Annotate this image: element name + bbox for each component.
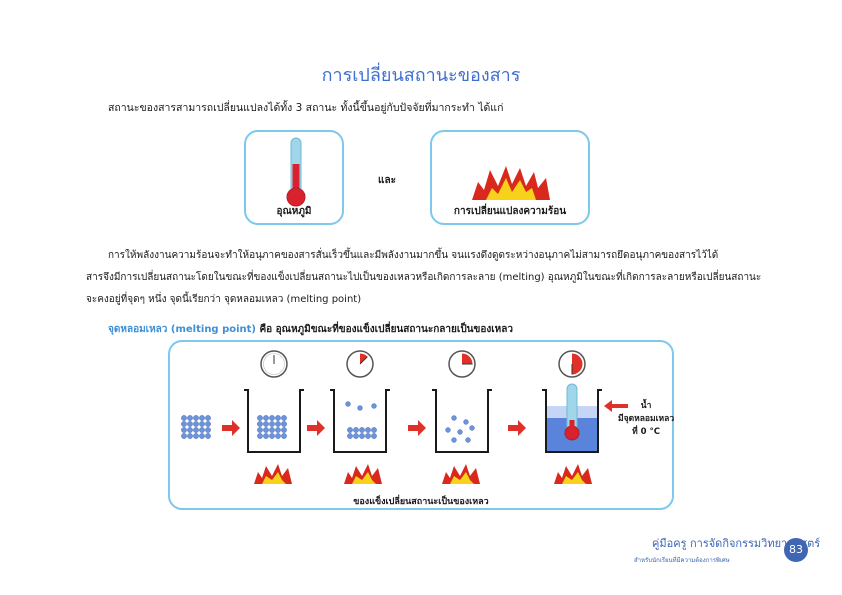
- and-text: และ: [378, 175, 396, 186]
- thermometer-icon: [286, 137, 306, 207]
- water-label: น้ำ: [640, 401, 652, 411]
- clock-icon-4: [558, 350, 586, 378]
- melting-point-value: ที่ 0 °C: [632, 427, 661, 437]
- ice-block: [181, 415, 211, 439]
- melting-point-definition: จุดหลอมเหลว (melting point) คือ อุณหภูมิ…: [108, 322, 513, 337]
- paragraph-line-1: การให้พลังงานความร้อนจะทำให้อนุภาคของสาร…: [108, 250, 719, 261]
- temperature-label: อุณหภูมิ: [276, 206, 312, 217]
- temperature-card: อุณหภูมิ: [244, 130, 344, 225]
- diagram-caption: ของแข็งเปลี่ยนสถานะเป็นของเหลว: [353, 497, 489, 507]
- melting-process-illustration: [181, 350, 628, 484]
- footer-title: คู่มือครู การจัดกิจกรรมวิทยาศาสตร์: [652, 537, 821, 550]
- page-number: 83: [784, 538, 808, 562]
- flame-icon: [472, 166, 550, 200]
- arrow-icon: [222, 420, 526, 436]
- thermometer-icon: [564, 383, 580, 441]
- clock-icon-1: [260, 350, 288, 378]
- clock-icon-3: [448, 350, 476, 378]
- clock-icon-2: [346, 350, 374, 378]
- heat-label: การเปลี่ยนแปลงความร้อน: [453, 206, 567, 217]
- heat-card: การเปลี่ยนแปลงความร้อน: [430, 130, 590, 225]
- page-title: การเปลี่ยนสถานะของสาร: [321, 65, 521, 86]
- melting-diagram: [168, 340, 674, 510]
- flame-icon: [254, 464, 592, 484]
- pointer-arrow-icon: [604, 400, 628, 412]
- footer-subtitle: สำหรับนักเรียนที่มีความต้องการพิเศษ: [634, 557, 730, 564]
- melting-point-definition-text: คือ อุณหภูมิขณะที่ของแข็งเปลี่ยนสถานะกลา…: [256, 324, 513, 335]
- beaker-3: [432, 389, 492, 453]
- paragraph-line-3: จะคงอยู่ที่จุดๆ หนึ่ง จุดนี้เรียกว่า จุด…: [86, 294, 362, 305]
- beaker-1: [244, 389, 304, 453]
- melting-point-term: จุดหลอมเหลว (melting point): [108, 324, 256, 335]
- intro-text: สถานะของสารสามารถเปลี่ยนแปลงได้ทั้ง 3 สถ…: [108, 102, 504, 114]
- water-melting-note: น้ำ มีจุดหลอมเหลว ที่ 0 °C: [618, 400, 674, 439]
- melting-point-label: มีจุดหลอมเหลว: [618, 414, 675, 424]
- explanation-paragraph: การให้พลังงานความร้อนจะทำให้อนุภาคของสาร…: [86, 245, 776, 311]
- beaker-2: [330, 389, 390, 453]
- paragraph-line-2: สารจึงมีการเปลี่ยนสถานะโดยในขณะที่ของแข็…: [86, 272, 762, 283]
